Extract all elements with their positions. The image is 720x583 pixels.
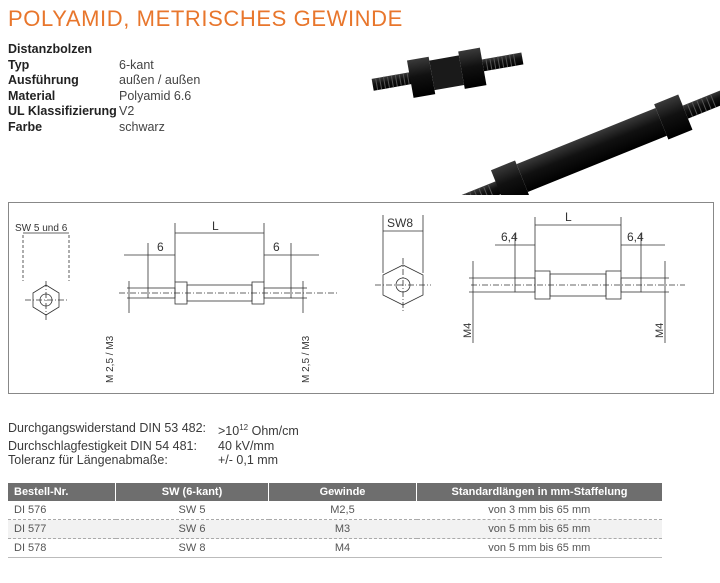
property-row: Durchgangswiderstand DIN 53 482: >1012 O… xyxy=(8,421,299,439)
cell-order-no: DI 578 xyxy=(8,538,116,558)
table-row: DI 576 SW 5 M2,5 von 3 mm bis 65 mm xyxy=(8,501,662,520)
technical-drawing: SW 5 und 6 L 6 6 M 2,5 / M3 M 2,5 / M3 S… xyxy=(8,202,714,394)
spec-list: Distanzbolzen Typ 6-kant Ausführung außen … xyxy=(8,42,200,135)
right-sw-label: SW8 xyxy=(387,216,413,230)
spec-key: Ausführung xyxy=(8,73,79,87)
spec-row: Material Polyamid 6.6 xyxy=(8,89,200,105)
cell-lengths: von 3 mm bis 65 mm xyxy=(416,501,662,520)
spec-row: Farbe schwarz xyxy=(8,120,200,136)
spec-value: V2 xyxy=(119,104,135,118)
column-header-lengths: Standardlängen in mm-Staffelung xyxy=(416,483,662,501)
spec-row: Ausführung außen / außen xyxy=(8,73,200,89)
product-photo xyxy=(371,47,720,195)
cell-sw: SW 8 xyxy=(115,538,269,558)
cell-sw: SW 5 xyxy=(115,501,269,520)
spec-value: Polyamid 6.6 xyxy=(119,88,192,103)
table-row: DI 577 SW 6 M3 von 5 mm bis 65 mm xyxy=(8,519,662,539)
right-dim-L: L xyxy=(565,210,572,224)
left-dim-6b: 6 xyxy=(273,240,280,254)
spec-row: Distanzbolzen xyxy=(8,42,200,58)
left-sw-label: SW 5 und 6 xyxy=(15,223,68,234)
cell-order-no: DI 577 xyxy=(8,519,116,539)
spec-key: UL Klassifizierung xyxy=(8,104,117,118)
cell-thread: M2,5 xyxy=(268,501,417,520)
table-header-row: Bestell-Nr. SW (6-kant) Gewinde Standard… xyxy=(8,483,662,501)
spec-key: Farbe xyxy=(8,119,43,134)
property-value: +/- 0,1 mm xyxy=(218,453,279,468)
spec-value: 6-kant xyxy=(119,57,154,72)
cell-lengths: von 5 mm bis 65 mm xyxy=(416,538,662,558)
cell-thread: M4 xyxy=(268,538,417,558)
cell-order-no: DI 576 xyxy=(8,501,116,520)
left-thread-label-b: M 2,5 / M3 xyxy=(301,335,312,383)
column-header-sw: SW (6-kant) xyxy=(115,483,269,501)
column-header-order-no: Bestell-Nr. xyxy=(8,483,116,501)
long-standoff-image xyxy=(450,90,720,195)
property-key: Durchschlagfestigkeit DIN 54 481: xyxy=(8,438,197,453)
spec-value: außen / außen xyxy=(119,73,201,87)
property-value: >1012 Ohm/cm xyxy=(218,421,299,439)
property-row: Toleranz für Längenabmaße: +/- 0,1 mm xyxy=(8,453,299,468)
property-value-base: >10 xyxy=(218,424,240,439)
cell-thread: M3 xyxy=(268,519,417,539)
property-value-unit: Ohm/cm xyxy=(248,424,299,439)
property-key: Durchgangswiderstand DIN 53 482: xyxy=(8,421,207,435)
spec-key: Distanzbolzen xyxy=(8,42,93,56)
page-title: POLYAMID, METRISCHES GEWINDE xyxy=(8,6,403,31)
short-standoff-image xyxy=(371,47,524,98)
column-header-thread: Gewinde xyxy=(268,483,417,501)
right-thread-label-a: M4 xyxy=(462,323,474,338)
property-value: 40 kV/mm xyxy=(218,438,275,453)
property-value-exponent: 12 xyxy=(239,423,249,432)
cell-lengths: von 5 mm bis 65 mm xyxy=(416,519,662,539)
spec-row: Typ 6-kant xyxy=(8,58,200,74)
left-thread-label-a: M 2,5 / M3 xyxy=(105,335,116,383)
spec-key: Typ xyxy=(8,57,30,72)
property-row: Durchschlagfestigkeit DIN 54 481: 40 kV/… xyxy=(8,439,299,454)
spec-key: Material xyxy=(8,88,56,103)
left-dim-6a: 6 xyxy=(157,240,164,254)
cell-sw: SW 6 xyxy=(115,519,269,539)
property-key: Toleranz für Längenabmaße: xyxy=(8,453,168,468)
table-row: DI 578 SW 8 M4 von 5 mm bis 65 mm xyxy=(8,538,662,558)
right-dim-64a: 6,4 xyxy=(501,230,518,244)
parts-table: Bestell-Nr. SW (6-kant) Gewinde Standard… xyxy=(8,483,662,558)
right-thread-label-b: M4 xyxy=(654,323,666,338)
spec-value: schwarz xyxy=(119,119,165,134)
left-dim-L: L xyxy=(212,219,219,233)
right-dim-64b: 6,4 xyxy=(627,230,644,244)
properties-list: Durchgangswiderstand DIN 53 482: >1012 O… xyxy=(8,421,299,468)
